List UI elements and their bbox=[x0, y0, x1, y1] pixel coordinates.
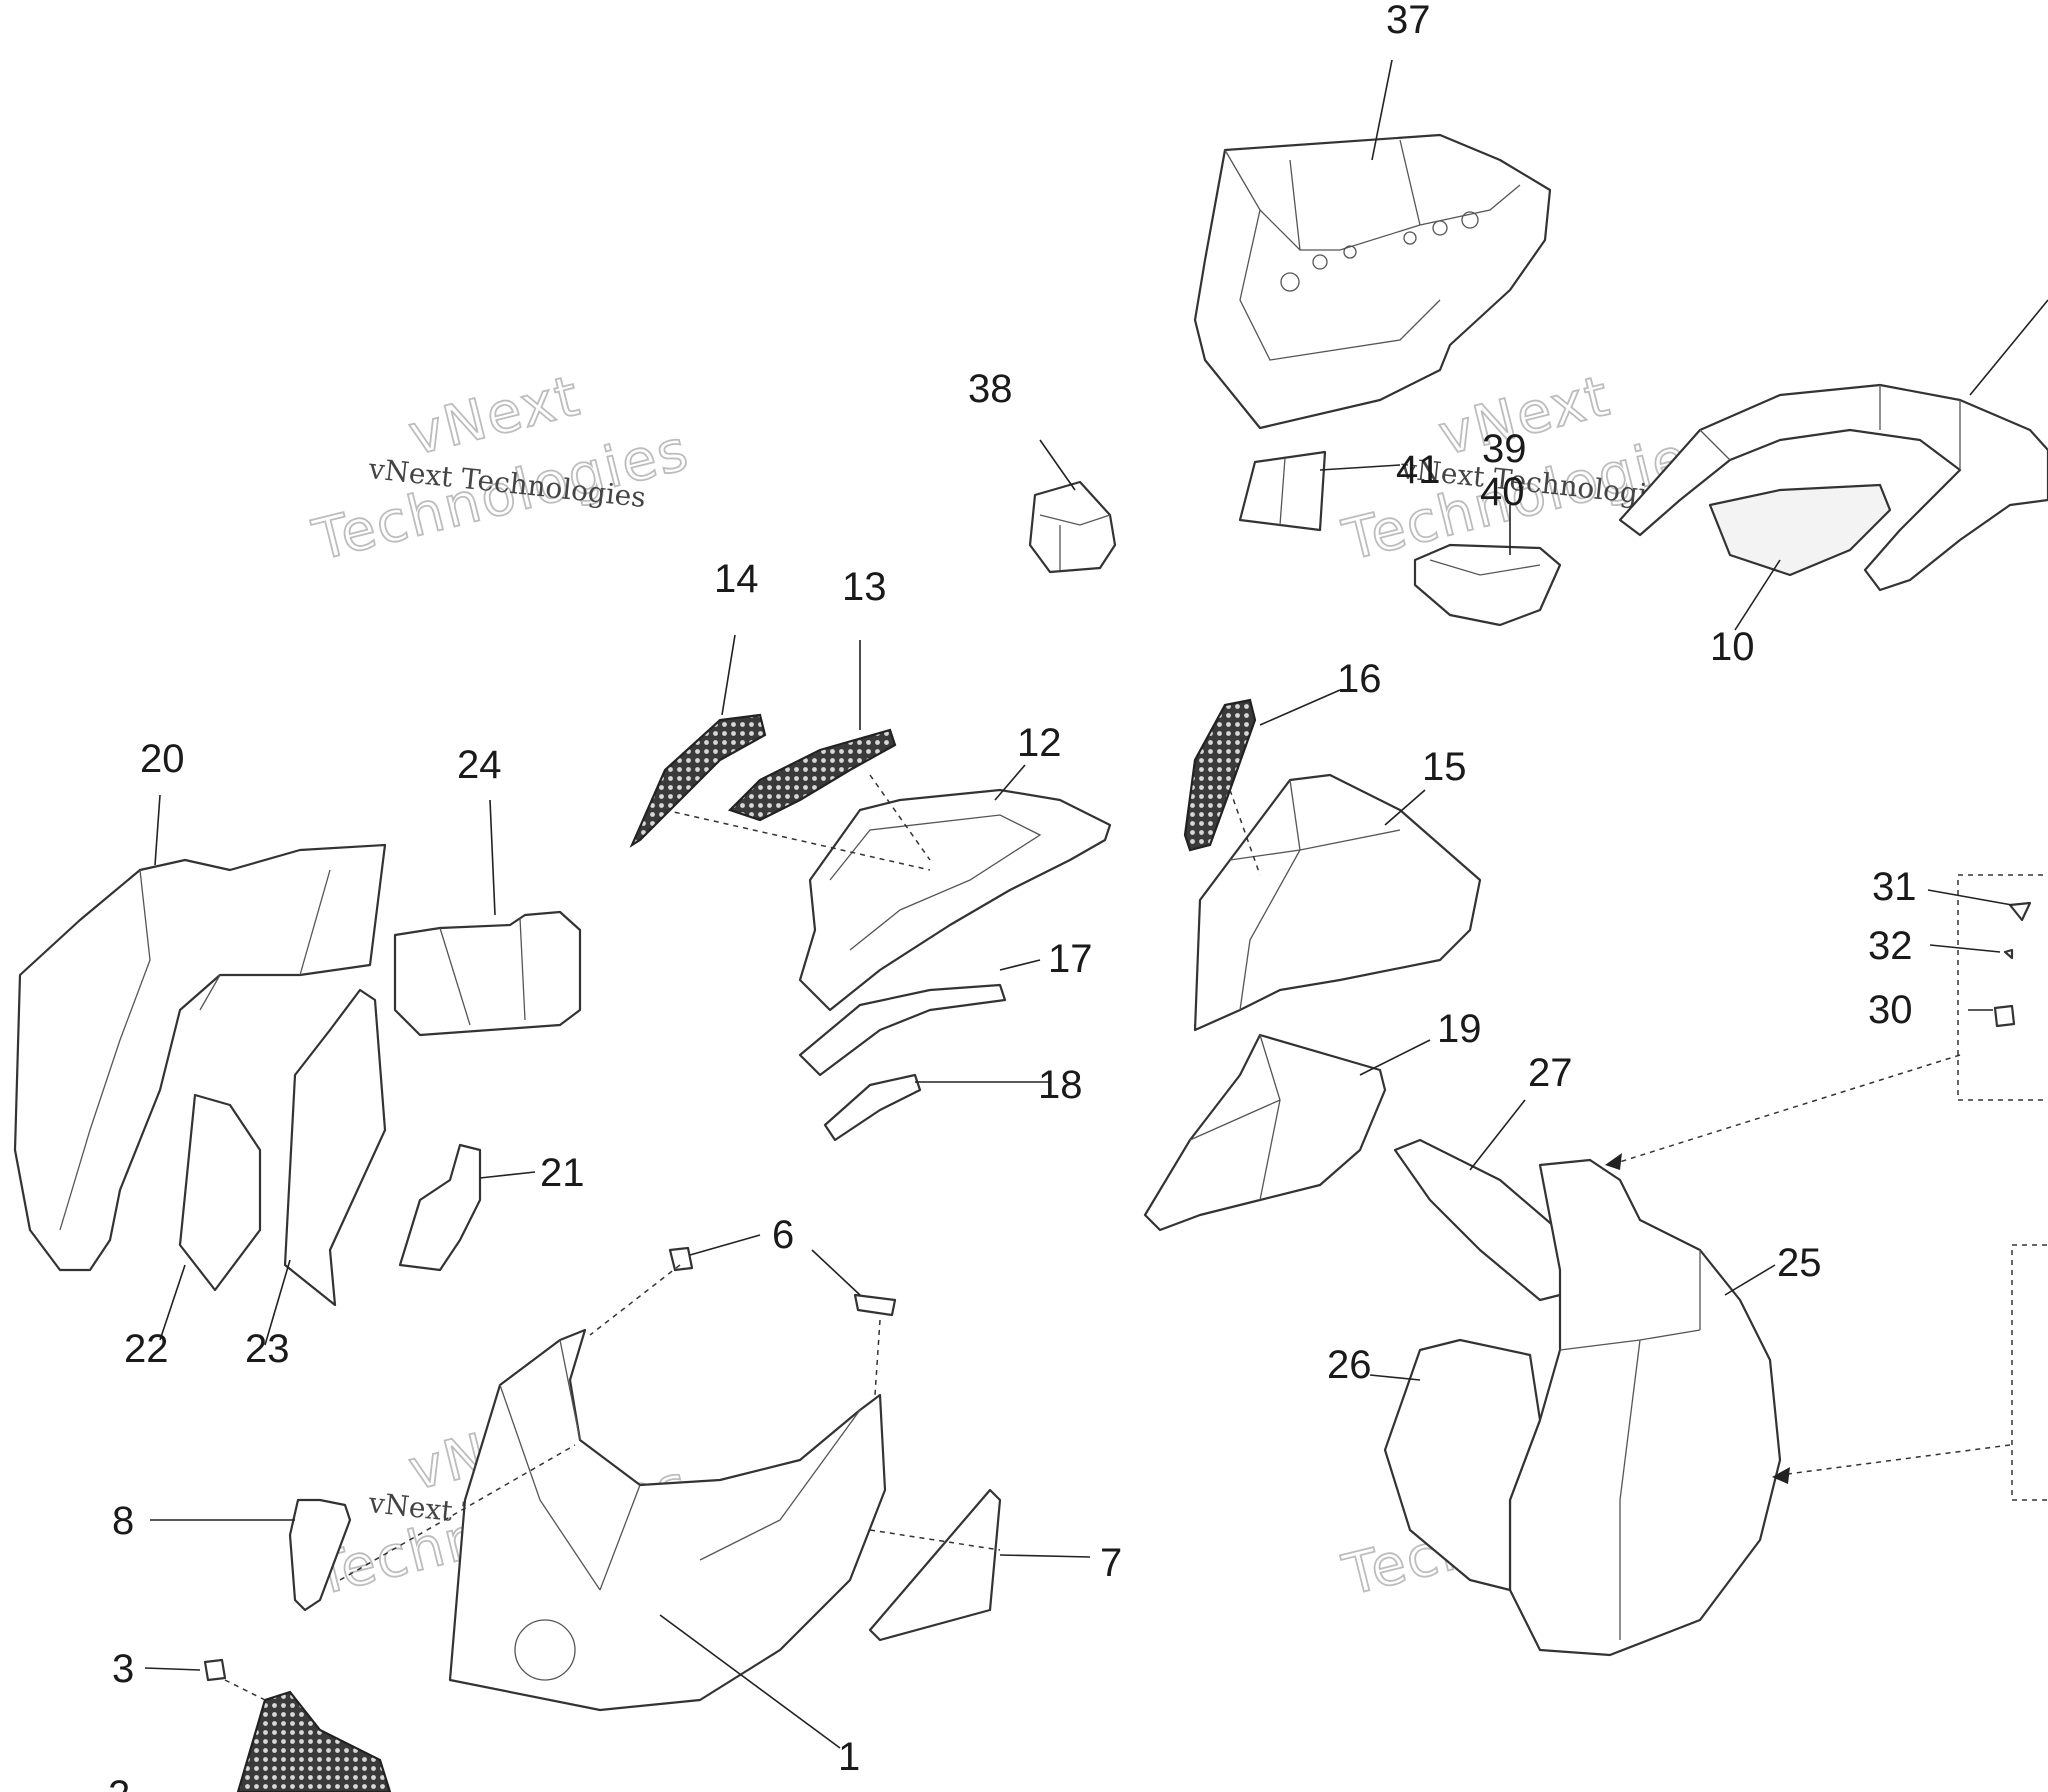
part-24-foam-block bbox=[393, 910, 582, 1037]
part-6-clips bbox=[668, 1246, 897, 1317]
part-19-lower-panel bbox=[1143, 1033, 1387, 1232]
callout-26: 26 bbox=[1327, 1343, 1372, 1387]
part-15-side-panel bbox=[1193, 773, 1482, 1032]
watermark-top-left: vNext Technologies vNext Technologies bbox=[306, 363, 697, 575]
callout-16: 16 bbox=[1337, 657, 1382, 701]
callout-20: 20 bbox=[140, 737, 185, 781]
callout-17: 17 bbox=[1048, 937, 1093, 981]
callout-24: 24 bbox=[457, 743, 502, 787]
part-3-nut bbox=[203, 1658, 227, 1682]
callout-6: 6 bbox=[772, 1213, 794, 1257]
detail-box-lower bbox=[2011, 1244, 2048, 1501]
callout-19: 19 bbox=[1437, 1007, 1482, 1051]
callout-8: 8 bbox=[112, 1499, 134, 1543]
callout-27: 27 bbox=[1528, 1051, 1573, 1095]
callout-15: 15 bbox=[1422, 745, 1467, 789]
part-25-side-cover bbox=[1508, 1158, 1782, 1657]
callout-38: 38 bbox=[968, 367, 1013, 411]
part-38-bracket bbox=[1028, 480, 1117, 574]
assembly-dashed-lines bbox=[224, 774, 2011, 1701]
callout-22: 22 bbox=[124, 1327, 169, 1371]
callout-37: 37 bbox=[1386, 0, 1431, 42]
part-13-mesh-grille bbox=[727, 728, 897, 822]
callout-2: 2 bbox=[108, 1773, 130, 1792]
callout-labels: 37 38 41 39 40 10 14 13 12 16 15 20 24 1… bbox=[108, 0, 1917, 1792]
callout-25: 25 bbox=[1777, 1241, 1822, 1285]
part-23-trim-panel bbox=[283, 988, 387, 1307]
callout-30: 30 bbox=[1868, 988, 1913, 1032]
part-16-mesh-grille bbox=[1183, 698, 1257, 852]
part-37-upper-cowl bbox=[1193, 133, 1552, 430]
part-14-mesh-grille bbox=[629, 713, 767, 848]
callout-40: 40 bbox=[1480, 470, 1525, 514]
callout-23: 23 bbox=[245, 1327, 290, 1371]
callout-32: 32 bbox=[1868, 924, 1913, 968]
callout-21: 21 bbox=[540, 1151, 585, 1195]
callout-18: 18 bbox=[1038, 1063, 1083, 1107]
part-22-trim-panel bbox=[178, 1093, 262, 1292]
part-40-small-panel bbox=[1413, 543, 1562, 627]
callout-10: 10 bbox=[1710, 625, 1755, 669]
callout-41: 41 bbox=[1396, 448, 1441, 492]
callout-12: 12 bbox=[1017, 721, 1062, 765]
part-17-foam-strip bbox=[798, 983, 1007, 1077]
part-21-bracket bbox=[398, 1143, 482, 1272]
arrowhead-icon bbox=[1605, 1153, 1622, 1170]
callout-31: 31 bbox=[1872, 865, 1917, 909]
callout-1: 1 bbox=[838, 1735, 860, 1779]
leader-lines bbox=[144, 59, 2048, 1749]
callout-7: 7 bbox=[1100, 1541, 1122, 1585]
callout-39: 39 bbox=[1482, 427, 1527, 471]
part-2-mesh-grille bbox=[236, 1690, 392, 1792]
part-18-foam-strip bbox=[823, 1073, 922, 1142]
part-41-foam-block bbox=[1238, 450, 1327, 532]
part-31-32-30-hardware bbox=[1993, 901, 2032, 1028]
part-26-panel bbox=[1383, 1338, 1542, 1592]
arrowhead-icon bbox=[1772, 1467, 1790, 1484]
callout-3: 3 bbox=[112, 1647, 134, 1691]
part-10-rear-frame bbox=[1618, 383, 2048, 592]
callout-14: 14 bbox=[714, 557, 759, 601]
hardware-detail-box bbox=[1957, 874, 2048, 1101]
part-20-left-side-panel bbox=[13, 843, 387, 1272]
part-8-louvre bbox=[288, 1498, 352, 1612]
part-7-side-grille bbox=[868, 1488, 1002, 1642]
part-12-hood-panel bbox=[798, 788, 1112, 1012]
part-1-front-nose bbox=[448, 1328, 887, 1712]
callout-13: 13 bbox=[842, 565, 887, 609]
